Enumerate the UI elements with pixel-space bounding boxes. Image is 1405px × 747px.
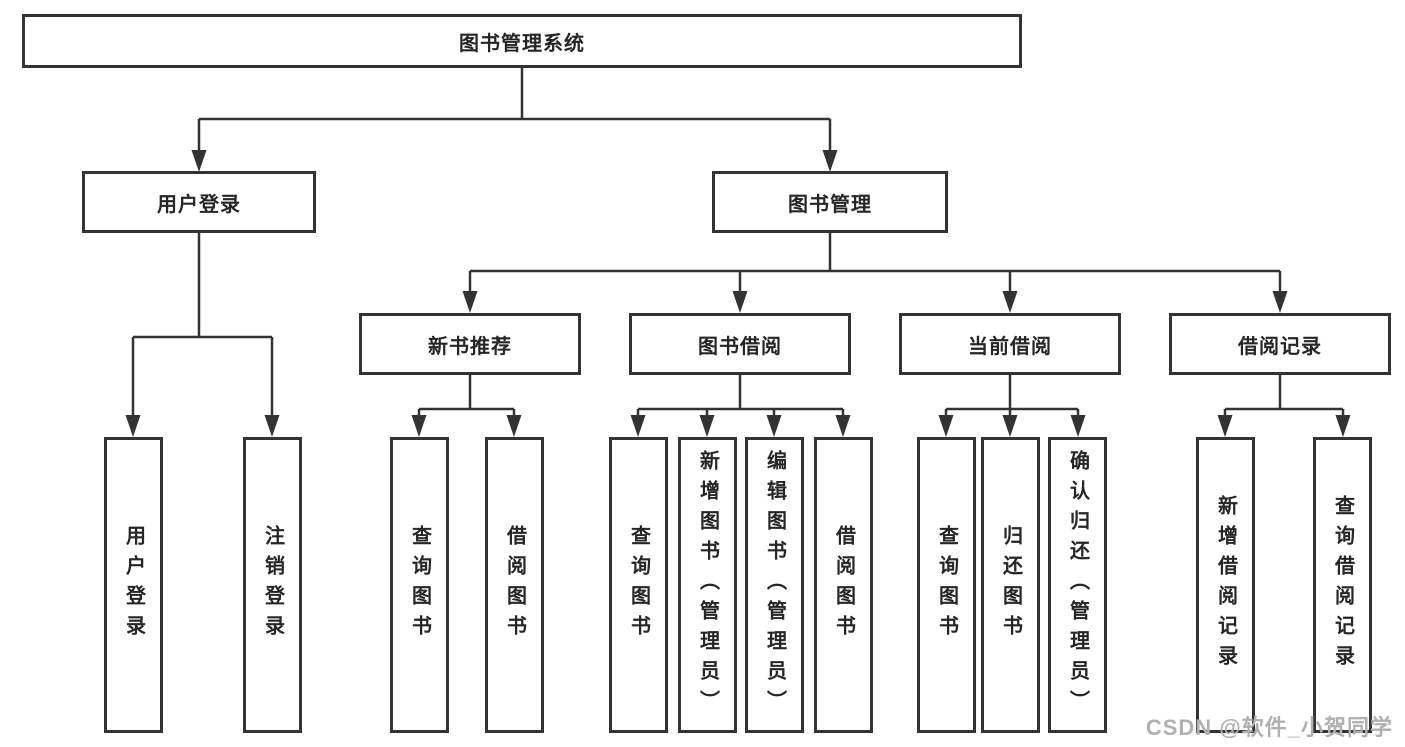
node-br-add-record: 新增借阅记录	[1196, 437, 1255, 733]
arrowheads-user-login-children	[125, 415, 280, 437]
node-user-login: 用户登录	[82, 171, 316, 233]
node-br-query-record: 查询借阅记录	[1313, 437, 1372, 733]
node-bb-edit-books-admin: 编辑图书（管理员）	[745, 437, 804, 733]
edge-current-borrowing-children	[944, 375, 1080, 419]
node-bb-borrow-books: 借阅图书	[814, 437, 873, 733]
node-nb-borrow-books: 借阅图书	[485, 437, 544, 733]
arrowheads-level4	[411, 415, 1351, 437]
node-bb-add-books-admin: 新增图书（管理员）	[678, 437, 737, 733]
edge-book-borrowing-children	[636, 375, 845, 419]
edge-root-to-level2	[197, 68, 832, 153]
arrowheads-level3	[462, 291, 1288, 313]
edge-book-management-to-level3	[468, 233, 1282, 295]
node-nb-query-books: 查询图书	[390, 437, 449, 733]
node-book-management: 图书管理	[712, 171, 948, 233]
node-borrowing-records: 借阅记录	[1169, 313, 1391, 375]
edge-user-login-to-children	[131, 233, 274, 419]
arrowheads-level2	[191, 150, 838, 172]
node-cb-return-books: 归还图书	[981, 437, 1040, 733]
node-cb-query-books: 查询图书	[917, 437, 976, 733]
node-logout: 注销登录	[243, 437, 302, 733]
node-user-login-action: 用户登录	[104, 437, 163, 733]
csdn-watermark: CSDN @软件_小贺同学	[1145, 715, 1393, 740]
node-book-borrowing: 图书借阅	[629, 313, 851, 375]
node-new-book-recommend: 新书推荐	[359, 313, 581, 375]
edge-new-book-recommend-children	[417, 375, 516, 419]
node-root: 图书管理系统	[22, 14, 1022, 68]
node-cb-confirm-return-admin: 确认归还（管理员）	[1048, 437, 1107, 733]
edge-borrowing-records-children	[1223, 375, 1345, 419]
node-bb-query-books: 查询图书	[609, 437, 668, 733]
node-current-borrowing: 当前借阅	[899, 313, 1121, 375]
